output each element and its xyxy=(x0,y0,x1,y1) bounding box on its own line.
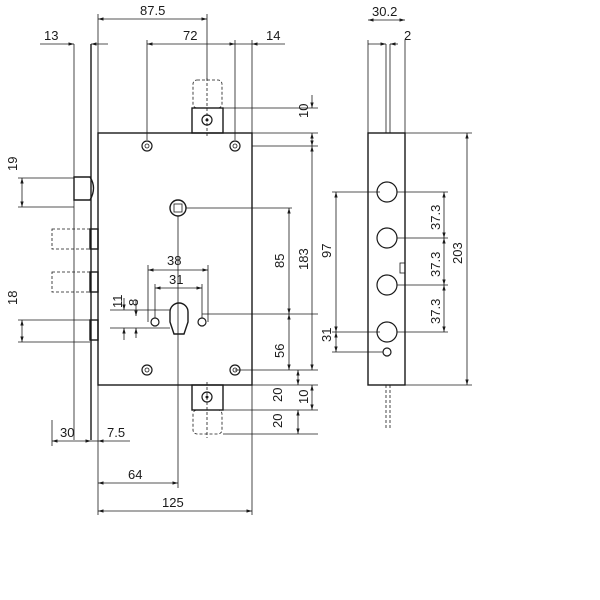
dimension-labels: 87.5 72 13 14 30.2 2 10 183 85 56 20 10 … xyxy=(5,3,465,510)
dim-18: 18 xyxy=(5,291,20,305)
top-bolt-tab xyxy=(191,78,224,138)
dim-183: 183 xyxy=(296,248,311,270)
screw-hole-top-left xyxy=(141,140,153,152)
side-view xyxy=(367,40,406,430)
cylinder-screw-left xyxy=(150,317,160,327)
dimension-lines xyxy=(20,14,472,515)
latch-bolt xyxy=(73,176,95,201)
dim-37-3-a: 37.3 xyxy=(428,205,443,230)
lock-case xyxy=(97,132,253,386)
dim-64: 64 xyxy=(128,467,142,482)
dim-7-5: 7.5 xyxy=(107,425,125,440)
dim-11: 11 xyxy=(110,295,125,309)
side-hole-2 xyxy=(376,227,398,249)
dim-37-3-b: 37.3 xyxy=(428,252,443,277)
dim-31-cylinder: 31 xyxy=(169,272,183,287)
dim-10-top: 10 xyxy=(296,104,311,118)
cylinder-screw-right xyxy=(197,317,207,327)
dim-2: 2 xyxy=(404,28,411,43)
dim-10-bottom: 10 xyxy=(296,390,311,404)
dim-203: 203 xyxy=(450,242,465,264)
dim-19: 19 xyxy=(5,157,20,171)
dim-125: 125 xyxy=(162,495,184,510)
dim-14: 14 xyxy=(266,28,280,43)
dim-30-2: 30.2 xyxy=(372,4,397,19)
dim-38: 38 xyxy=(167,253,181,268)
dim-20-a: 20 xyxy=(270,388,285,402)
dim-31-side: 31 xyxy=(319,328,334,342)
side-small-screw xyxy=(382,347,392,357)
dim-97: 97 xyxy=(319,244,334,258)
screw-hole-bottom-left xyxy=(141,364,153,376)
dim-87-5: 87.5 xyxy=(140,3,165,18)
side-case xyxy=(367,132,406,386)
bottom-bolt-tab xyxy=(191,382,224,438)
dim-8: 8 xyxy=(126,299,141,306)
dim-20-b: 20 xyxy=(270,414,285,428)
dim-56: 56 xyxy=(272,344,287,358)
dead-bolts xyxy=(51,228,99,341)
side-notch xyxy=(399,262,406,274)
cylinder-profile xyxy=(169,302,189,335)
screw-hole-top-right xyxy=(229,140,241,152)
dim-30: 30 xyxy=(60,425,74,440)
front-view xyxy=(18,44,253,440)
side-hole-3 xyxy=(376,274,398,296)
dim-37-3-c: 37.3 xyxy=(428,299,443,324)
dim-72: 72 xyxy=(183,28,197,43)
dim-85: 85 xyxy=(272,254,287,268)
dim-13: 13 xyxy=(44,28,58,43)
spindle-hole xyxy=(169,199,187,217)
